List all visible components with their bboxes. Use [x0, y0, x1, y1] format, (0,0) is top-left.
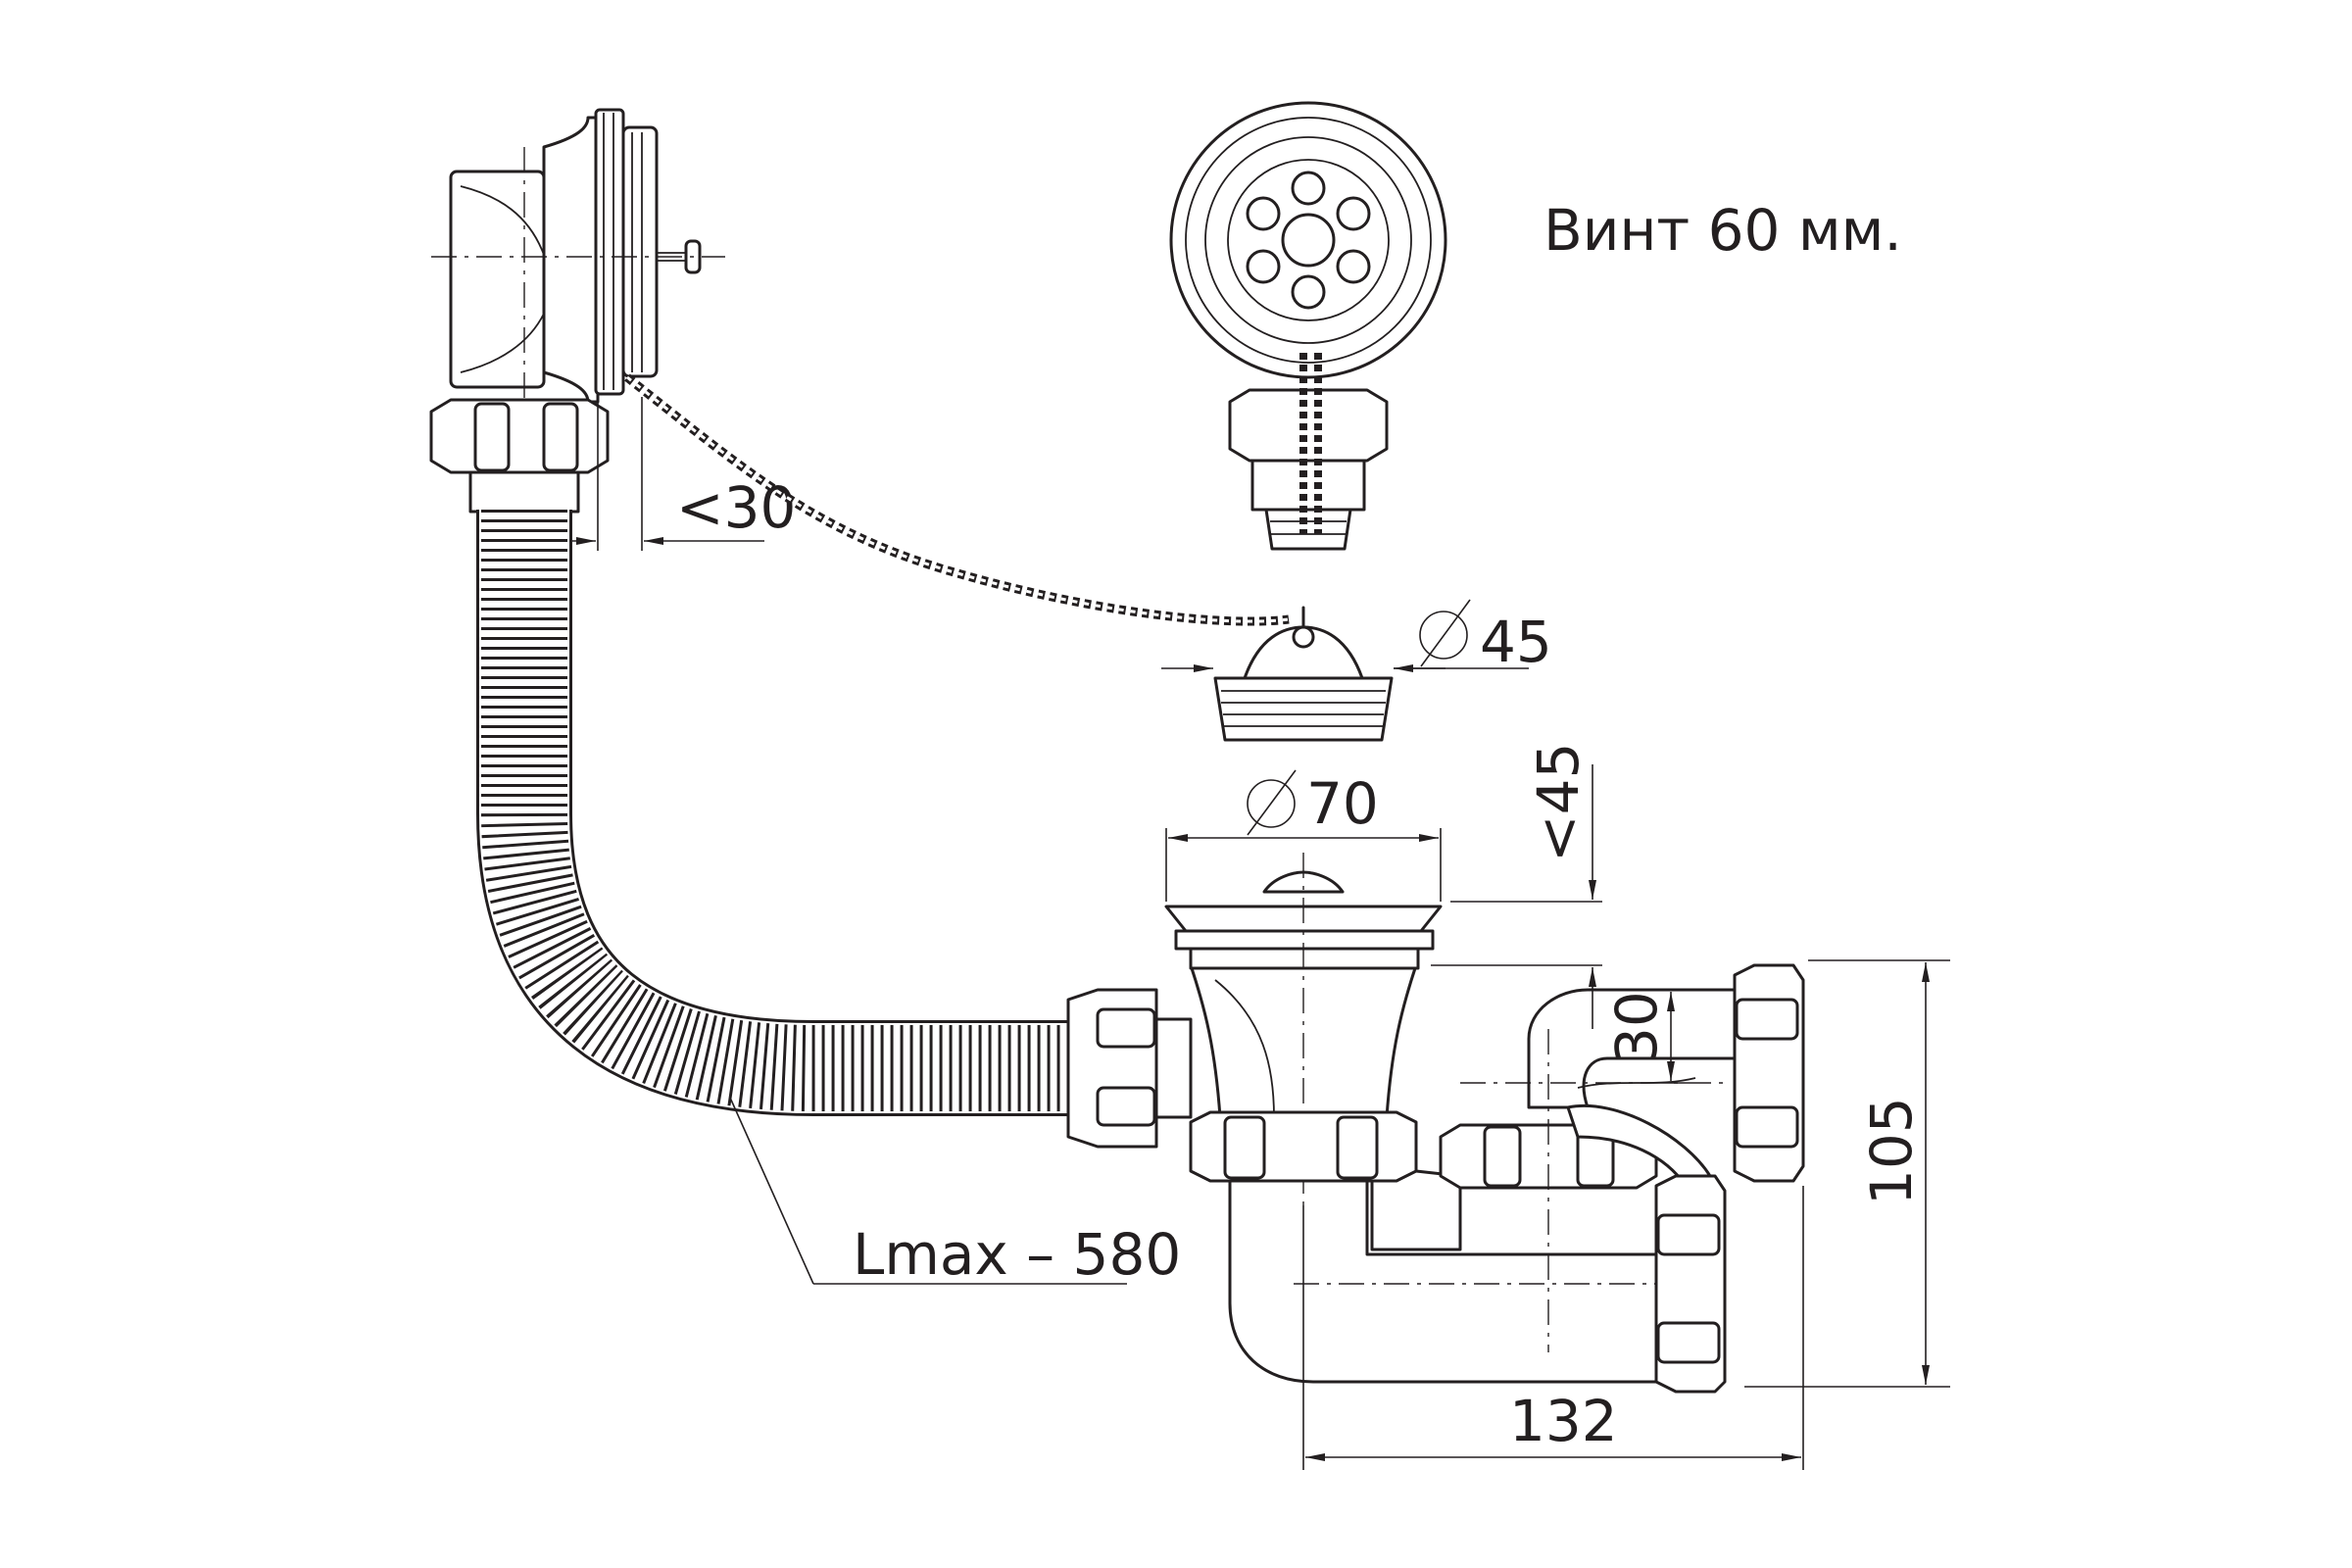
plug-height-label: <45	[1525, 743, 1592, 862]
overflow-offset-label: <30	[676, 474, 796, 541]
screw-note: Винт 60 мм.	[1544, 197, 1902, 264]
hose-length-label: Lmax – 580	[853, 1221, 1181, 1288]
dimension-plug-diameter: 45	[1161, 599, 1552, 675]
overall-length-label: 132	[1509, 1388, 1618, 1454]
hose-length-leader: Lmax – 580	[729, 1097, 1181, 1288]
drain-plug	[1213, 606, 1394, 742]
dimension-overall-height: 105	[1744, 959, 1950, 1388]
overall-height-label: 105	[1858, 1097, 1925, 1205]
dimension-drain-diameter: 70	[1165, 769, 1442, 902]
diameter-icon	[1419, 599, 1471, 667]
dimension-overflow-offset: <30	[559, 397, 796, 551]
elbow-drop-label: 30	[1603, 991, 1670, 1063]
dimension-plug-height: <45	[1431, 743, 1602, 1029]
drain-diameter-label: 70	[1306, 770, 1379, 837]
strainer-top-view	[1169, 101, 1447, 551]
plug-chain	[624, 373, 1290, 626]
overflow-nut	[429, 398, 610, 514]
dimension-overall-length: 132	[1302, 1186, 1804, 1470]
diameter-icon	[1247, 769, 1297, 836]
siphon-body	[1066, 853, 1805, 1394]
corrugated-hose	[476, 510, 1068, 1116]
dimension-elbow-drop: 30	[1588, 989, 1686, 1084]
plug-diameter-label: 45	[1480, 609, 1552, 675]
